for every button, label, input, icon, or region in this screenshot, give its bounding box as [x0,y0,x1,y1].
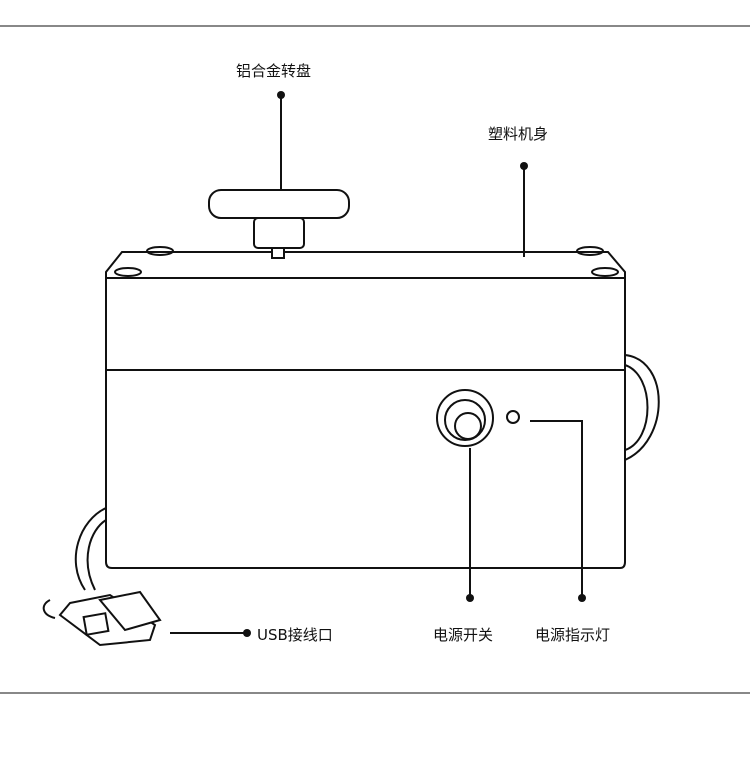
usb-cable [74,507,107,591]
label-usb: USB接线口 [257,626,333,644]
box-lid [105,251,626,371]
box-body [105,370,626,569]
usb-plug [42,590,162,647]
label-body: 塑料机身 [488,125,549,143]
label-turntable: 铝合金转盘 [236,62,312,80]
turntable [208,189,350,219]
label-indicator: 电源指示灯 [535,626,611,644]
label-switch: 电源开关 [433,626,494,644]
power-switch [436,389,494,447]
cable-right [624,354,660,461]
power-indicator [506,410,520,424]
